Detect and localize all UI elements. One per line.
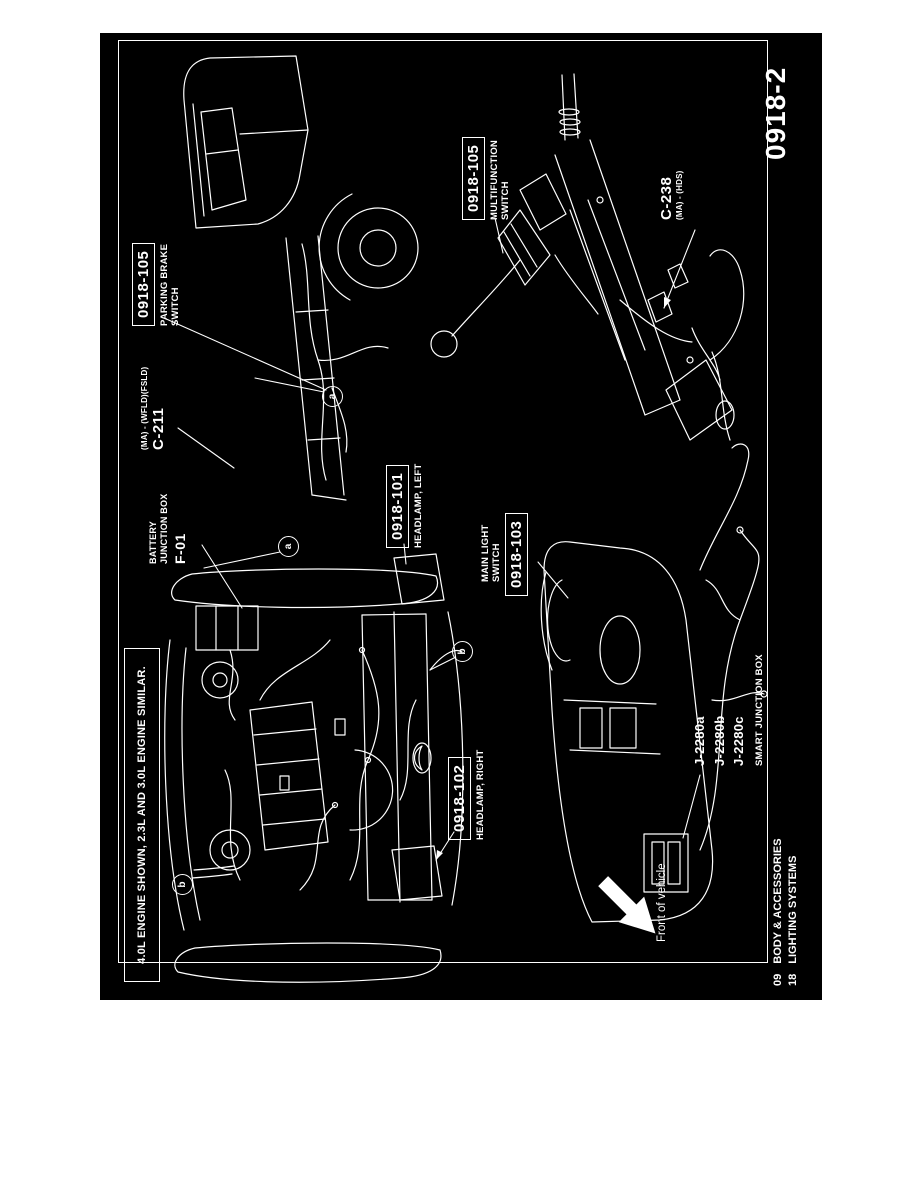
front-of-vehicle-arrow [598,876,656,934]
footer-section-codes: 09 18 [771,974,801,986]
callout-connector-c238: C-238 (MA) - (HDS) [658,110,685,221]
callout-battery-junction-box: BATTERY JUNCTION BOX F-01 [148,464,188,564]
multifunction-label-line1: MULTIFUNCTION [489,140,500,220]
dash-panel-drawing [541,444,767,922]
page-footer: 09 18 BODY & ACCESSORIES LIGHTING SYSTEM… [771,838,801,986]
parking-brake-label-line1: PARKING BRAKE [159,243,170,326]
callout-multifunction-switch: 0918-105 MULTIFUNCTION SWITCH [462,100,511,220]
leader-lines [164,218,700,860]
smart-junction-box-shape [644,834,688,892]
footer-title-body-accessories: BODY & ACCESSORIES [772,838,784,964]
headlamp-left-shape [394,554,444,604]
footer-section-titles: BODY & ACCESSORIES LIGHTING SYSTEMS [771,838,801,963]
footer-code-18: 18 [786,973,799,986]
callout-headlamp-left: 0918-101 HEADLAMP, LEFT [386,428,424,548]
main-light-label-line1: MAIN LIGHT [480,524,491,582]
parking-brake-code-box: 0918-105 [132,242,155,326]
manual-sheet: 4.0L ENGINE SHOWN, 2.3L AND 3.0L ENGINE … [100,33,822,1000]
view-marker-truck: a [322,386,343,407]
steering-column-drawing [431,74,744,440]
truck-frame-drawing [184,56,418,500]
stalk-knob-shape [431,331,457,357]
front-of-vehicle-label: Front of vehicle [656,863,668,942]
view-marker-engine-left: b [172,874,193,895]
callout-main-light-switch: MAIN LIGHT SWITCH 0918-103 [480,486,529,596]
callout-connector-c211: (MA) - (WFLD)(FSLD) C-211 [140,330,167,450]
footer-code-09: 09 [772,973,784,986]
battery-junction-box-code: F-01 [171,533,188,564]
sjb-label: SMART JUNCTION BOX [753,654,765,766]
view-marker-engine-top: a [278,536,299,557]
connector-c238-shape [648,292,672,322]
battery-junction-box-label-line2: JUNCTION BOX [158,493,169,564]
c211-detail: (MA) - (WFLD)(FSLD) [140,366,149,450]
engine-note: 4.0L ENGINE SHOWN, 2.3L AND 3.0L ENGINE … [124,648,160,982]
sjb-code-c: J-2280c [731,716,746,766]
multifunction-code-box: 0918-105 [462,136,485,220]
c238-code: C-238 [658,176,675,220]
engine-compartment-drawing [165,554,463,982]
c211-code: C-211 [149,407,167,450]
headlamp-right-shape [392,846,442,900]
footer-title-lighting-systems: LIGHTING SYSTEMS [786,855,799,964]
view-marker-engine-bottom: b [452,641,473,662]
sjb-code-a: J-2280a [692,716,707,766]
callout-headlamp-right: 0918-102 HEADLAMP, RIGHT [448,720,486,840]
headlamp-right-code-box: 0918-102 [448,756,471,840]
main-light-code-box: 0918-103 [505,512,529,596]
callout-parking-brake-switch: 0918-105 PARKING BRAKE SWITCH [132,206,181,326]
sjb-code-b: J-2280b [711,715,727,766]
component-location-artwork [100,33,822,1000]
spare-tire-shape [338,208,418,288]
headlamp-left-code-box: 0918-101 [386,464,409,548]
c238-detail: (MA) - (HDS) [675,170,684,221]
battery-junction-box-shape [196,606,258,650]
callout-smart-junction-box: J-2280a J-2280b J-2280c SMART JUNCTION B… [690,636,765,766]
grille-emblem [413,743,431,773]
parking-brake-label-line2: SWITCH [170,287,182,326]
multifunction-label-line2: SWITCH [500,181,512,220]
main-light-label-line2: SWITCH [491,543,503,582]
battery-junction-box-label-line1: BATTERY [148,521,158,564]
page-number: 0918-2 [760,66,791,160]
headlamp-right-label: HEADLAMP, RIGHT [475,749,486,840]
headlamp-left-label: HEADLAMP, LEFT [413,463,424,548]
